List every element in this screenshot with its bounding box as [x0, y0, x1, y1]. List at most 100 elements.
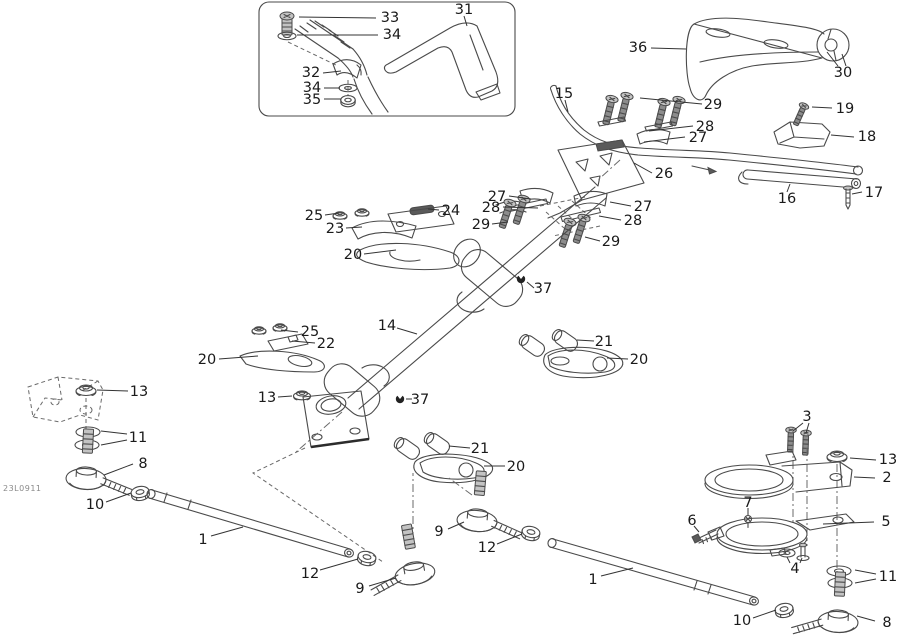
leader-line-11	[101, 440, 127, 445]
clamp-28-top	[598, 117, 673, 131]
leader-line-33	[299, 17, 376, 18]
callout-label-29-9: 29	[704, 97, 722, 113]
leader-line-31	[464, 16, 467, 26]
leader-line-25	[325, 213, 339, 215]
leader-line-28	[503, 207, 538, 208]
callout-label-25-24: 25	[305, 208, 323, 224]
callout-label-4-54: 4	[790, 561, 799, 577]
screw-6	[692, 530, 718, 544]
jam-nut-12-center	[519, 524, 542, 543]
leader-line-6	[694, 526, 699, 532]
inset-washer-34-top	[278, 32, 296, 40]
leader-line-13	[850, 458, 876, 460]
callout-label-30-7: 30	[834, 65, 852, 81]
steering-bracket-2	[705, 451, 852, 499]
callout-label-37-35: 37	[411, 392, 429, 408]
leader-line-21	[577, 340, 594, 341]
frame-bracket-dashed	[28, 377, 103, 422]
callout-label-9-45: 9	[434, 524, 443, 540]
handlebar-15	[551, 85, 863, 184]
steering-arm-20-right	[544, 347, 623, 377]
leader-line-9	[448, 522, 464, 529]
leader-line-27	[509, 196, 531, 199]
grab-handle-31	[384, 23, 500, 100]
nuts-25-upper	[332, 208, 370, 220]
callout-label-27-17: 27	[488, 189, 506, 205]
leader-line-23	[346, 227, 362, 228]
bracket-18	[774, 122, 830, 148]
plate-22	[268, 334, 308, 351]
leader-line-4	[787, 557, 790, 563]
steering-arm-20-mid	[240, 351, 324, 372]
leader-line-13	[278, 396, 292, 397]
grip-tube-16	[692, 166, 861, 189]
callout-label-13-38: 13	[130, 384, 148, 400]
callout-label-22-30: 22	[317, 336, 335, 352]
callout-label-3-48: 3	[802, 409, 811, 425]
callout-label-31-2: 31	[455, 2, 473, 18]
grease-37-lower	[395, 394, 405, 404]
nut-13-left	[75, 384, 97, 397]
jam-nut-10-right	[773, 601, 795, 620]
leader-line-11	[855, 570, 876, 574]
leader-line-15	[565, 100, 568, 112]
callout-label-28-21: 28	[624, 213, 642, 229]
callout-label-25-29: 25	[301, 324, 319, 340]
clamp-27-top	[637, 129, 670, 144]
tie-rod-1-right	[547, 538, 760, 607]
callout-label-20-37: 20	[507, 459, 525, 475]
callout-label-6-52: 6	[687, 513, 696, 529]
inset-clamp-32	[333, 60, 361, 78]
leader-line-17	[852, 192, 862, 194]
jam-nut-12-left	[355, 549, 378, 568]
leader-line-24	[428, 209, 439, 210]
clamp-27-28-right	[561, 191, 607, 221]
leader-line-8	[857, 616, 875, 621]
leader-line-20	[364, 250, 396, 254]
align-dashed-v	[253, 448, 383, 562]
hardware-4	[779, 543, 809, 560]
leader-line-3	[806, 423, 809, 433]
tie-rod-end-8-left	[64, 427, 136, 496]
leader-line-27	[644, 137, 685, 142]
leader-line-27	[610, 202, 631, 206]
handlebar-pad-36	[686, 18, 824, 100]
callout-label-13-34: 13	[258, 390, 276, 406]
tie-rod-end-9-center	[455, 468, 528, 540]
callout-label-34-4: 34	[303, 80, 321, 96]
end-cap-30	[817, 29, 849, 61]
leader-line-8	[104, 464, 133, 475]
leader-line-5	[823, 522, 874, 524]
leader-line-20	[607, 358, 628, 359]
leader-line-21	[449, 446, 470, 448]
callout-label-21-36: 21	[471, 441, 489, 457]
leader-line-37	[527, 282, 534, 288]
callout-label-11-39: 11	[129, 430, 147, 446]
callout-label-1-47: 1	[588, 572, 597, 588]
leader-line-28	[649, 126, 693, 131]
leader-line-29	[492, 222, 508, 224]
tie-rod-end-8-right	[790, 569, 862, 635]
leader-line-28	[599, 216, 621, 220]
bracket-23	[352, 206, 454, 239]
inset-nut-35	[341, 96, 355, 107]
bushings-21-right	[517, 328, 580, 359]
leader-line-2	[854, 477, 875, 478]
leader-line-12	[497, 534, 522, 544]
leader-line-16	[787, 184, 790, 192]
drawing-code-watermark: 23L0911	[3, 484, 42, 493]
callout-label-8-40: 8	[138, 456, 147, 472]
leader-line-11	[855, 579, 876, 583]
callout-label-32-3: 32	[302, 65, 320, 81]
callout-label-16-15: 16	[778, 191, 796, 207]
leader-line-3	[793, 423, 803, 431]
leader-line-10	[106, 493, 131, 502]
leader-line-9	[369, 578, 396, 586]
nut-13-mid	[293, 390, 311, 401]
callout-label-27-20: 27	[634, 199, 652, 215]
callout-label-20-31: 20	[198, 352, 216, 368]
callout-label-20-26: 20	[344, 247, 362, 263]
leader-line-30	[842, 54, 846, 66]
leader-line-12	[320, 559, 358, 570]
